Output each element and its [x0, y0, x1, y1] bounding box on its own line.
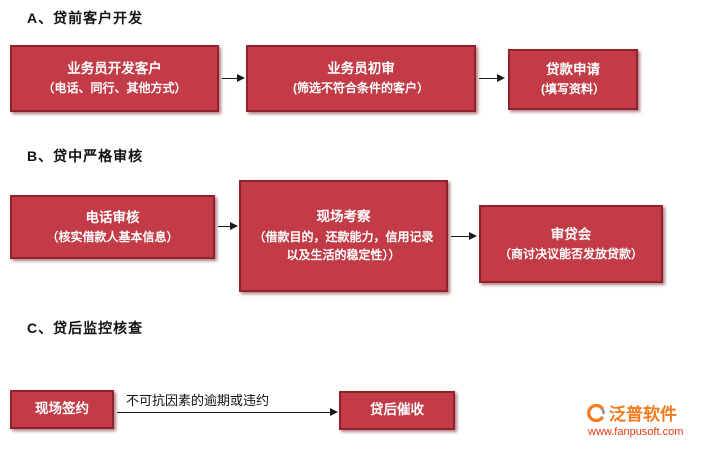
overdue-default-arrow-label: 不可抗因素的逾期或违约 [126, 393, 270, 408]
box-post-loan-collection: 贷后催收 [339, 391, 455, 430]
arrow-right-icon [117, 408, 338, 416]
box-title: 业务员初审 [327, 61, 395, 77]
section-a-label: A、贷前客户开发 [27, 10, 144, 26]
box-phone-review: 电话审核 （核实借款人基本信息） [10, 195, 215, 259]
box-title: 业务员开发客户 [67, 61, 162, 77]
box-subtitle: (填写资料） [541, 82, 605, 97]
arrow-right-icon [479, 74, 505, 82]
arrow-right-icon [218, 222, 238, 230]
fanpu-logo-text: 泛普软件 [609, 405, 677, 424]
box-subtitle: （核实借款人基本信息） [46, 229, 179, 244]
arrow-right-icon [451, 232, 477, 240]
fanpu-logo-url: www.fanpusoft.com [588, 426, 684, 438]
box-site-signing: 现场签约 [10, 390, 114, 429]
section-c-label: C、贷后监控核查 [27, 320, 144, 336]
box-customer-development: 业务员开发客户 （电话、同行、其他方式） [10, 45, 219, 112]
box-title: 贷款申请 [546, 62, 600, 78]
box-title: 审贷会 [550, 226, 592, 242]
box-subtitle: （商讨决议能否发放贷款） [498, 246, 643, 261]
box-loan-application: 贷款申请 (填写资料） [508, 49, 638, 110]
box-title: 贷后催收 [370, 402, 424, 418]
arrow-right-icon [222, 74, 245, 82]
box-site-inspection: 现场考察 （借款目的，还款能力，信用记录以及生活的稳定性）） [239, 180, 448, 292]
fanpu-logo: 泛普软件 www.fanpusoft.com [586, 400, 698, 438]
box-title: 现场签约 [35, 401, 89, 417]
box-subtitle: （借款目的，还款能力，信用记录以及生活的稳定性）） [253, 229, 434, 263]
box-title: 电话审核 [85, 209, 140, 225]
box-loan-committee: 审贷会 （商讨决议能否发放贷款） [479, 205, 663, 283]
box-subtitle: （电话、同行、其他方式） [42, 81, 187, 96]
box-preliminary-review: 业务员初审 (筛选不符合条件的客户） [246, 45, 476, 112]
box-subtitle: (筛选不符合条件的客户） [293, 81, 429, 96]
box-title: 现场考察 [316, 209, 371, 225]
section-b-label: B、贷中严格审核 [27, 148, 144, 164]
fanpu-logo-icon [587, 403, 605, 422]
